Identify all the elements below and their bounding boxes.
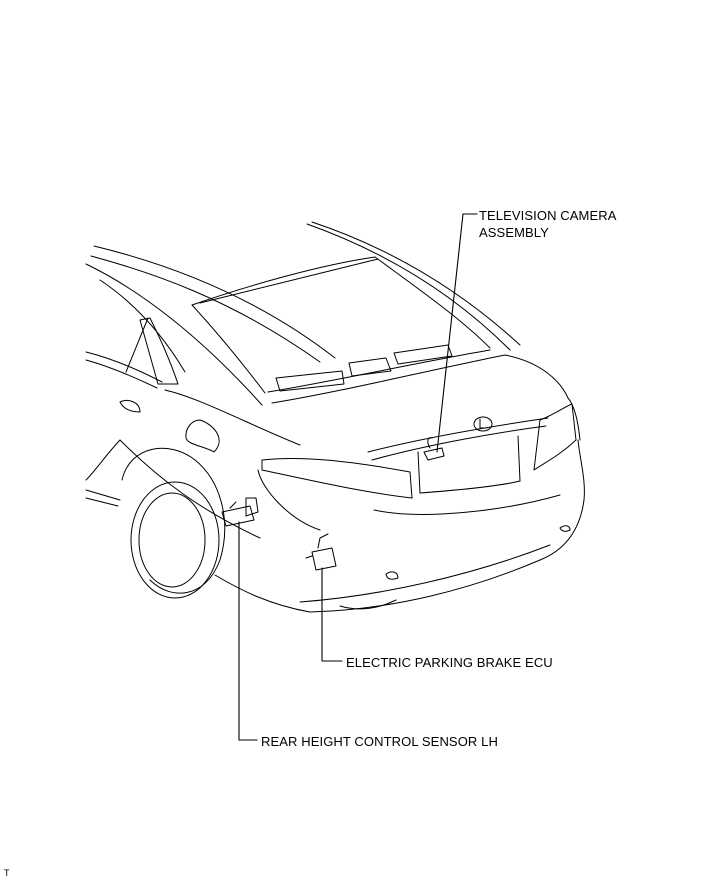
roof-outline <box>85 245 336 406</box>
epb-ecu-part <box>305 533 337 571</box>
height-sensor-part <box>221 497 259 527</box>
rear-wheel <box>121 447 226 599</box>
body-side <box>85 389 585 613</box>
deck-vents <box>267 344 491 393</box>
camera-part <box>423 437 445 461</box>
callout-camera-line1: TELEVISION CAMERA <box>479 208 617 223</box>
rear-window <box>191 221 521 394</box>
footer-mark: T <box>4 868 10 878</box>
leader-camera <box>436 213 478 453</box>
tail-lamps <box>257 397 581 531</box>
callout-parking-brake-ecu: ELECTRIC PARKING BRAKE ECU <box>346 655 553 670</box>
quarter-glass <box>85 317 179 389</box>
lexus-emblem-icon <box>473 416 493 432</box>
leader-height-sensor <box>238 521 258 741</box>
callout-height-control-sensor: REAR HEIGHT CONTROL SENSOR LH <box>261 734 498 749</box>
callout-television-camera: TELEVISION CAMERA ASSEMBLY <box>479 207 617 241</box>
trunk-lid <box>271 354 569 515</box>
leader-lines <box>238 213 478 741</box>
leader-epb <box>321 567 343 662</box>
callout-camera-line2: ASSEMBLY <box>479 225 549 240</box>
